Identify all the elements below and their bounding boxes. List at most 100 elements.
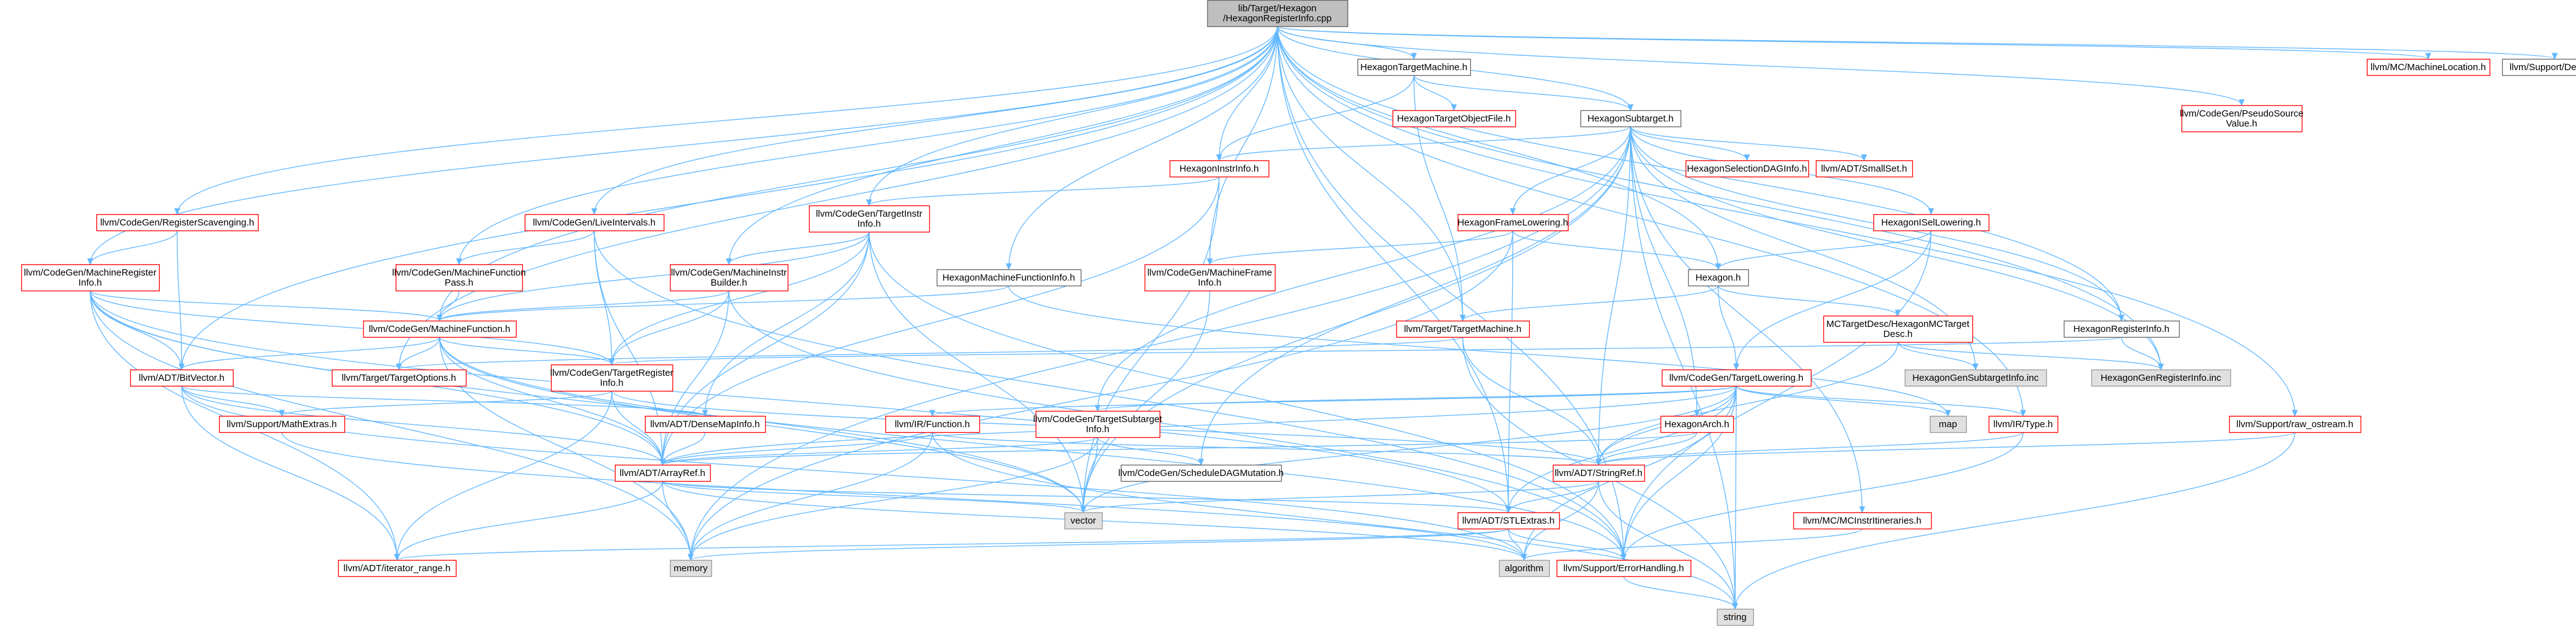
node-errh[interactable]: llvm/Support/ErrorHandling.h [1556,559,1692,577]
edge-root-to-hexh [1277,26,1719,270]
node-mciti[interactable]: llvm/MC/MCInstrItineraries.h [1793,512,1932,530]
node-sdm: llvm/CodeGen/ScheduleDAGMutation.h [1118,464,1284,482]
node-mcloc[interactable]: llvm/MC/MachineLocation.h [2366,58,2491,76]
node-topt[interactable]: llvm/Target/TargetOptions.h [331,369,467,387]
node-strref[interactable]: llvm/ADT/StringRef.h [1552,464,1646,482]
edge-tii-to-mib [728,231,870,265]
node-stlext[interactable]: llvm/ADT/STLExtras.h [1457,512,1560,530]
edge-hexh-to-mctd [1718,285,1899,316]
node-box [1661,369,1812,387]
node-liveint[interactable]: llvm/CodeGen/LiveIntervals.h [524,214,665,232]
edge-arrayref-to-memory [662,480,691,561]
node-label: Info.h [78,277,102,288]
node-label: llvm/CodeGen/MachineFunction.h [369,324,510,334]
node-label: llvm/ADT/ArrayRef.h [620,468,706,479]
node-label: llvm/CodeGen/LiveIntervals.h [533,217,656,228]
node-htof[interactable]: HexagonTargetObjectFile.h [1392,110,1517,128]
edge-mf-to-arrayref [439,336,663,465]
node-irtype[interactable]: llvm/IR/Type.h [1988,415,2059,433]
node-label: llvm/ADT/BitVector.h [139,373,225,383]
node-box [337,559,457,577]
node-box [1552,464,1646,482]
edge-errh-to-string [1623,576,1736,609]
edge-tsi-to-memory [690,437,1098,561]
node-hii[interactable]: HexagonInstrInfo.h [1169,160,1270,178]
node-label: /HexagonRegisterInfo.cpp [1223,13,1331,24]
node-hsdag[interactable]: HexagonSelectionDAGInfo.h [1685,160,1810,178]
node-tm[interactable]: llvm/Target/TargetMachine.h [1396,320,1530,338]
node-label: HexagonSelectionDAGInfo.h [1687,163,1807,174]
edge-regscav-to-bitvec [177,230,182,370]
edge-tii-to-densemap [704,231,870,417]
arrowhead-hri-to-hgreg [2158,363,2164,371]
node-mathx[interactable]: llvm/Support/MathExtras.h [219,415,346,433]
node-label: llvm/IR/Type.h [1993,419,2053,430]
node-iterrange[interactable]: llvm/ADT/iterator_range.h [337,559,457,577]
node-label: llvm/ADT/STLExtras.h [1462,515,1555,526]
node-box [524,214,665,232]
node-hfl[interactable]: HexagonFrameLowering.h [1458,214,1569,232]
node-arrayref[interactable]: llvm/ADT/ArrayRef.h [614,464,711,482]
edge-regscav-to-mri [90,230,178,265]
node-label: map [1939,419,1957,430]
edge-hisel-to-tl [1736,230,1932,370]
arrowhead-strref-to-stlext [1505,506,1512,514]
node-label: HexagonArch.h [1664,419,1729,430]
node-label: llvm/CodeGen/PseudoSource [2180,108,2304,119]
node-box [96,214,259,232]
node-densemap[interactable]: llvm/ADT/DenseMapInfo.h [644,415,766,433]
edge-root-to-tm [1277,26,1463,321]
node-box [1396,320,1530,338]
node-label: vector [1071,515,1096,526]
arrowhead-root-to-psv [2239,99,2245,106]
edge-hsub-to-tsi [1097,126,1631,412]
edge-hfl-to-hexh [1512,230,1719,270]
node-hisel[interactable]: HexagonISelLowering.h [1873,214,1990,232]
node-label: Info.h [857,219,881,229]
node-box [2063,320,2180,338]
arrowhead-hsub-to-hii [1216,154,1222,162]
node-label: llvm/CodeGen/TargetSubtarget [1033,414,1163,425]
edge-root-to-mf [439,26,1278,321]
node-tl[interactable]: llvm/CodeGen/TargetLowering.h [1661,369,1812,387]
edge-hri-to-tri [611,336,2122,365]
node-box [1580,110,1682,128]
node-label: HexagonRegisterInfo.h [2073,324,2169,334]
node-regscav[interactable]: llvm/CodeGen/RegisterScavenging.h [96,214,259,232]
node-irfunc[interactable]: llvm/IR/Function.h [885,415,981,433]
edge-bitvec-to-densemap [181,385,706,417]
arrowhead-htm-to-hsub [1627,104,1634,111]
node-label: llvm/ADT/StringRef.h [1555,468,1642,479]
arrowhead-root-to-debug [2552,53,2558,60]
node-bitvec[interactable]: llvm/ADT/BitVector.h [130,369,234,387]
node-rawos[interactable]: llvm/Support/raw_ostream.h [2228,415,2362,433]
node-label: algorithm [1505,563,1543,574]
edge-tii-to-mf [439,231,870,321]
edge-tl-to-vector [1083,385,1737,513]
arrowhead-tl-to-map [1945,410,1951,417]
arrowhead-tl-to-irfunc [929,410,935,417]
node-mf[interactable]: llvm/CodeGen/MachineFunction.h [363,320,517,338]
arrowhead-stlext-to-iterrange [394,554,400,561]
edge-tl-to-arrayref [662,385,1737,465]
node-smallset[interactable]: llvm/ADT/SmallSet.h [1815,160,1914,178]
edge-hsub-to-sdm [1200,126,1631,465]
node-harch[interactable]: HexagonArch.h [1660,415,1734,433]
node-box [614,464,711,482]
node-label: llvm/Target/TargetMachine.h [1404,324,1522,334]
node-box [1815,160,1914,178]
node-box [1929,415,1967,433]
edge-rawos-to-strref [1598,432,2295,465]
node-root[interactable]: lib/Target/Hexagon/HexagonRegisterInfo.c… [1207,0,1349,28]
edge-hsub-to-hfl [1512,126,1631,215]
edge-hisel-to-hexh [1718,230,1932,270]
